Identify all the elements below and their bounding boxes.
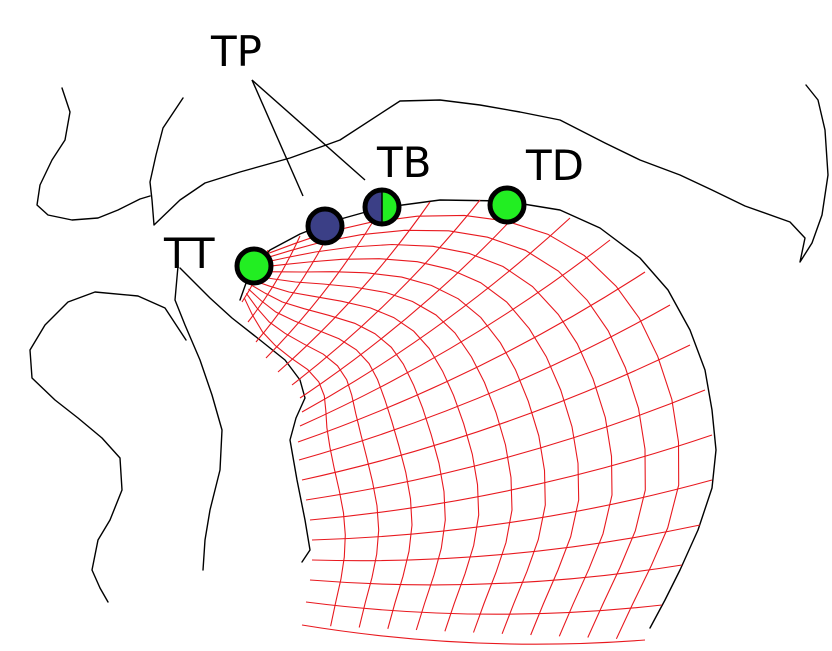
sensor-tt: [234, 246, 274, 286]
mesh-concentric-line: [261, 243, 613, 637]
mesh-radial-line: [305, 601, 663, 615]
mesh-radial-line: [301, 624, 646, 645]
mesh-concentric-line: [243, 297, 346, 627]
mesh-concentric-line: [257, 271, 546, 634]
label-tp: TP: [210, 27, 262, 76]
sensor-tp: [305, 206, 345, 246]
mesh-radial-line: [299, 239, 611, 427]
mesh-concentric-line: [263, 229, 646, 638]
mesh-concentric-line: [252, 279, 480, 632]
nose-outline: [36, 87, 151, 221]
mesh-radial-line: [309, 434, 713, 521]
tongue-mesh: [241, 199, 713, 645]
palate-outline: [149, 84, 829, 263]
mesh-concentric-line: [259, 258, 580, 636]
mesh-concentric-line: [250, 284, 446, 631]
mesh-radial-line: [299, 204, 526, 399]
mesh-concentric-line: [245, 292, 380, 628]
sensor-td: [487, 185, 527, 225]
tongue-front-outline: [179, 267, 311, 563]
mesh-radial-line: [265, 209, 381, 359]
mesh-radial-line: [247, 235, 301, 323]
mesh-radial-line: [305, 389, 706, 501]
mesh-concentric-line: [254, 275, 513, 633]
jaw-outline: [29, 291, 187, 603]
mesh-radial-line: [291, 199, 481, 386]
label-tt: TT: [163, 229, 215, 278]
incisor-outline: [174, 265, 223, 571]
sensors: [234, 185, 527, 286]
mesh-radial-line: [301, 344, 691, 481]
mesh-radial-line: [311, 479, 713, 541]
mesh-radial-line: [301, 217, 571, 413]
mesh-radial-line: [309, 564, 683, 586]
tp-leader-lines: [251, 79, 366, 197]
label-tb: TB: [376, 138, 431, 187]
mesh-concentric-line: [248, 288, 413, 629]
mesh-radial-line: [277, 201, 431, 373]
tp-leader-line-2: [251, 79, 366, 181]
label-td: TD: [525, 141, 584, 190]
tp-leader-line-1: [251, 79, 304, 197]
mesh-radial-line: [311, 524, 701, 562]
sensor-tb: [362, 187, 402, 227]
